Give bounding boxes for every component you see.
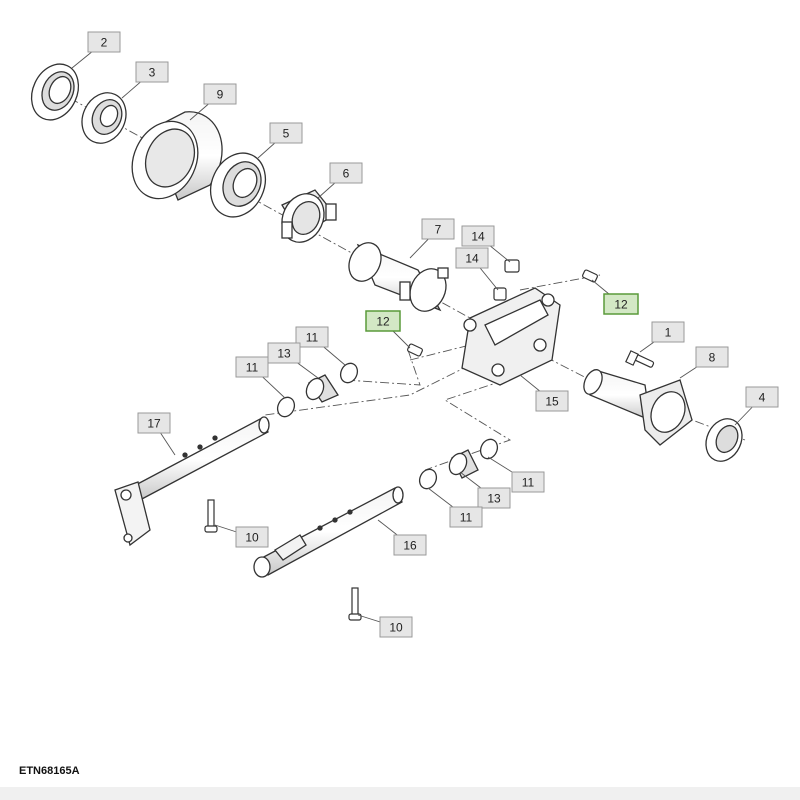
part-11-13-lower <box>418 438 499 490</box>
part-11-13-upper <box>276 362 359 418</box>
callout-number: 1 <box>665 326 672 340</box>
callout-9: 9 <box>203 83 237 105</box>
callout-number: 16 <box>403 539 417 553</box>
callout-box <box>461 225 495 247</box>
callout-7: 7 <box>421 218 455 240</box>
callout-box <box>235 356 269 378</box>
callout-box <box>379 616 413 638</box>
callout-1: 1 <box>651 321 685 343</box>
callout-2: 2 <box>87 31 121 53</box>
callout-box <box>449 506 483 528</box>
callout-number: 17 <box>147 417 161 431</box>
callout-16: 16 <box>393 534 427 556</box>
part-16-shaft <box>253 486 404 578</box>
callout-box <box>295 326 329 348</box>
callout-number: 15 <box>545 395 559 409</box>
callout-17: 17 <box>137 412 171 434</box>
part-15-housing <box>461 287 561 386</box>
part-12-pins <box>407 269 598 357</box>
callout-box <box>329 162 363 184</box>
callout-number: 4 <box>759 391 766 405</box>
callout-box <box>393 534 427 556</box>
callout-8: 8 <box>695 346 729 368</box>
callout-11: 11 <box>295 326 329 348</box>
callout-11: 11 <box>449 506 483 528</box>
callout-10: 10 <box>379 616 413 638</box>
part-3-bearing <box>81 92 127 144</box>
callout-box <box>203 83 237 105</box>
callout-6: 6 <box>329 162 363 184</box>
part-17-shaft <box>114 416 270 547</box>
callout-13: 13 <box>267 342 301 364</box>
callout-box <box>455 247 489 269</box>
callout-number: 14 <box>465 252 479 266</box>
callout-number: 5 <box>283 127 290 141</box>
callout-box <box>267 342 301 364</box>
callout-14: 14 <box>461 225 495 247</box>
callout-number: 2 <box>101 36 108 50</box>
part-8-flanged-sleeve <box>583 369 693 446</box>
part-1-bolt <box>625 350 655 368</box>
callout-number: 11 <box>522 476 535 490</box>
callout-number: 6 <box>343 167 350 181</box>
part-14-pins <box>493 259 520 301</box>
callout-number: 11 <box>246 361 259 375</box>
footer-bar <box>0 787 800 800</box>
part-6-collar <box>281 189 337 243</box>
callout-box <box>651 321 685 343</box>
callout-box <box>477 487 511 509</box>
callout-number: 14 <box>471 230 485 244</box>
part-9-ring <box>131 111 223 201</box>
part-7-sleeve <box>348 242 449 312</box>
callout-box <box>365 310 401 332</box>
callout-box <box>137 412 171 434</box>
callout-13: 13 <box>477 487 511 509</box>
callout-number: 12 <box>614 298 628 312</box>
callout-box <box>235 526 269 548</box>
callout-number: 11 <box>460 511 473 525</box>
callout-box <box>511 471 545 493</box>
callout-box <box>421 218 455 240</box>
callout-number: 9 <box>217 88 224 102</box>
part-10-screws <box>204 499 362 621</box>
callout-box <box>535 390 569 412</box>
callout-number: 10 <box>245 531 259 545</box>
callout-box <box>603 293 639 315</box>
callout-12: 12 <box>603 293 639 315</box>
callout-5: 5 <box>269 122 303 144</box>
callout-box <box>269 122 303 144</box>
callout-10: 10 <box>235 526 269 548</box>
part-4-seal <box>705 418 743 462</box>
callout-labels: 2 3 9 5 6 7 14 14 12 12 1 8 4 15 11 13 11 17 11 13 11 10 16 10 <box>87 31 779 638</box>
callout-number: 11 <box>306 331 319 345</box>
callout-box <box>745 386 779 408</box>
callout-4: 4 <box>745 386 779 408</box>
callout-11: 11 <box>511 471 545 493</box>
callout-number: 7 <box>435 223 442 237</box>
callout-number: 3 <box>149 66 156 80</box>
callout-11: 11 <box>235 356 269 378</box>
callout-number: 12 <box>376 315 390 329</box>
part-2-seal <box>30 63 80 121</box>
callout-15: 15 <box>535 390 569 412</box>
callout-number: 13 <box>487 492 501 506</box>
callout-box <box>135 61 169 83</box>
callout-3: 3 <box>135 61 169 83</box>
callout-box <box>87 31 121 53</box>
callout-number: 13 <box>277 347 291 361</box>
callout-number: 10 <box>389 621 403 635</box>
callout-14: 14 <box>455 247 489 269</box>
drawing-id: ETN68165A <box>19 765 80 777</box>
callout-box <box>695 346 729 368</box>
callout-12: 12 <box>365 310 401 332</box>
part-5-bearing <box>209 152 267 218</box>
callout-number: 8 <box>709 351 716 365</box>
